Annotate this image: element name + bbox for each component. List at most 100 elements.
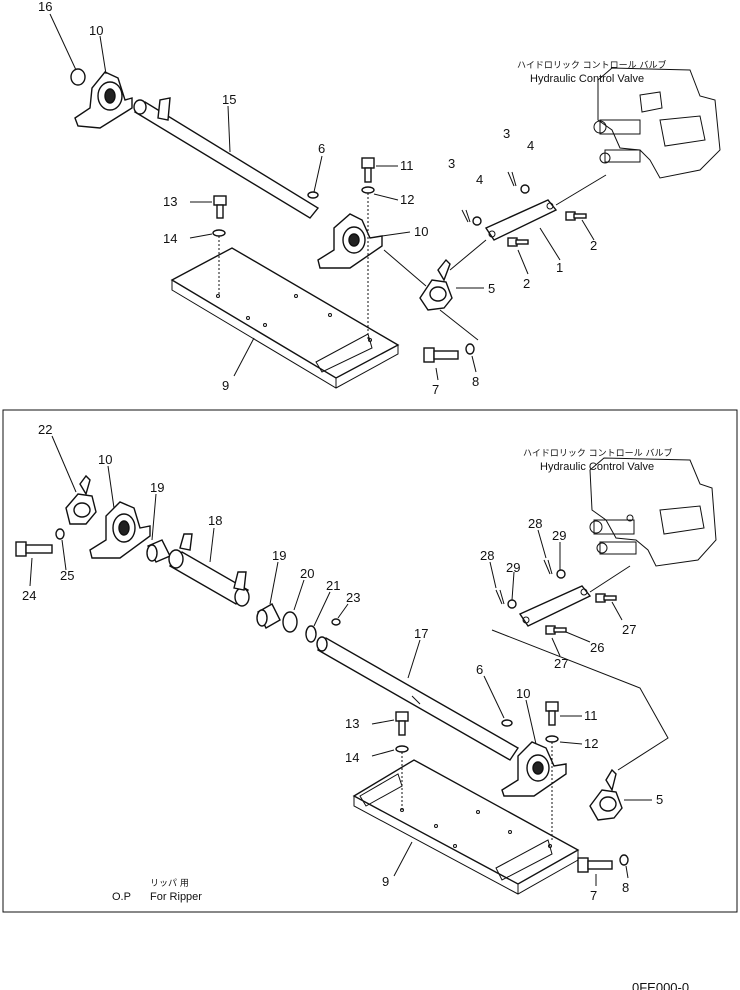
bushing-19-b	[256, 603, 281, 629]
washer-14	[212, 229, 226, 237]
bolt-27-a	[545, 625, 567, 635]
option-label: O.P	[112, 891, 131, 903]
linkage-outline	[491, 629, 669, 771]
ripper-label-jp: リッパ 用	[150, 878, 189, 889]
callout-23: 23	[346, 590, 360, 605]
tube-18	[168, 533, 250, 607]
ripper-label-en: For Ripper	[150, 891, 202, 903]
link-plate-26	[518, 585, 592, 627]
callout-28-b: 28	[480, 548, 494, 563]
link-plate-1	[484, 199, 558, 241]
callout-2-b: 2	[523, 276, 530, 291]
bolt-7	[423, 347, 459, 363]
callout-2-a: 2	[590, 238, 597, 253]
callout-4-a: 4	[476, 172, 483, 187]
pin-23	[331, 618, 341, 626]
callout-11: 11	[400, 158, 414, 173]
callout-3-a: 3	[448, 156, 455, 171]
callout-7: 7	[432, 382, 439, 397]
snap-ring-21	[305, 625, 317, 643]
callout-10-c: 10	[98, 452, 112, 467]
bolt-13	[213, 195, 227, 219]
washer-12	[361, 186, 375, 194]
nut-29-b	[556, 569, 566, 579]
cotter-pin-28-b	[543, 559, 553, 575]
callout-27-b: 27	[554, 656, 568, 671]
leader-lines-top	[49, 13, 595, 381]
callout-7-b: 7	[590, 888, 597, 903]
callout-11-b: 11	[584, 708, 598, 723]
callout-10: 10	[89, 23, 103, 38]
bolt-24	[15, 541, 53, 557]
callout-4-b: 4	[527, 138, 534, 153]
valve-label-en: Hydraulic Control Valve	[530, 73, 644, 85]
bolt-2-b	[565, 211, 587, 221]
nut-29-a	[507, 599, 517, 609]
callout-13: 13	[163, 194, 177, 209]
callout-16: 16	[38, 0, 52, 14]
top-view: ハイドロリック コントロール バルブ Hydraulic Control Val…	[38, 0, 721, 397]
lever-5	[419, 258, 453, 311]
bottom-view: ハイドロリック コントロール バルブ Hydraulic Control Val…	[15, 422, 717, 903]
callout-12-b: 12	[584, 736, 598, 751]
callout-22: 22	[38, 422, 52, 437]
callout-28-a: 28	[528, 516, 542, 531]
callout-10-d: 10	[516, 686, 530, 701]
callout-10-b: 10	[414, 224, 428, 239]
callouts-bottom: 22 10 19 18 24 25 19 20 21 23 17 28 29 2…	[22, 422, 663, 903]
callout-19-b: 19	[272, 548, 286, 563]
bolt-11	[361, 157, 375, 183]
cotter-pin-3-a	[461, 209, 471, 223]
bolt-2-a	[507, 237, 529, 247]
callout-29-b: 29	[506, 560, 520, 575]
callout-29-a: 29	[552, 528, 566, 543]
valve-label-jp-bottom: ハイドロリック コントロール バルブ	[523, 447, 673, 459]
bearing-unit-10-right	[317, 213, 383, 269]
bolt-13-bottom	[395, 711, 409, 736]
callout-9-b: 9	[382, 874, 389, 889]
snap-ring-16	[70, 68, 86, 86]
bolt-11-bottom	[545, 701, 559, 726]
callout-6: 6	[318, 141, 325, 156]
callout-19-a: 19	[150, 480, 164, 495]
shaft-17	[316, 636, 519, 761]
washer-12-bottom	[545, 735, 559, 743]
callouts-top: 16 10 15 6 11 12 13 14 10 3 4 3 4 2 2 1 …	[38, 0, 597, 397]
pin-6-bottom	[501, 719, 513, 727]
callout-6-b: 6	[476, 662, 483, 677]
hydraulic-control-valve-top	[593, 67, 721, 179]
hydraulic-control-valve-bottom	[589, 457, 717, 567]
valve-label-jp: ハイドロリック コントロール バルブ	[517, 59, 667, 71]
cotter-pin-28-a	[495, 589, 505, 605]
base-plate-9	[170, 247, 400, 389]
washer-8	[465, 343, 475, 355]
callout-8: 8	[472, 374, 479, 389]
callout-25: 25	[60, 568, 74, 583]
callout-14-b: 14	[345, 750, 359, 765]
callout-5-b: 5	[656, 792, 663, 807]
callout-26: 26	[590, 640, 604, 655]
callout-17: 17	[414, 626, 428, 641]
callout-9: 9	[222, 378, 229, 393]
lever-22	[65, 474, 97, 525]
bushing-19-a	[146, 539, 171, 563]
callout-1: 1	[556, 260, 563, 275]
callout-3-b: 3	[503, 126, 510, 141]
callout-14: 14	[163, 231, 177, 246]
callout-13-b: 13	[345, 716, 359, 731]
bearing-unit-10-right-bottom	[501, 741, 567, 797]
washer-20	[282, 611, 298, 633]
bolt-7-bottom	[577, 857, 613, 873]
bolt-27-b	[595, 593, 617, 603]
callout-8-b: 8	[622, 880, 629, 895]
washer-8-bottom	[619, 854, 629, 866]
cotter-pin-3-b	[507, 171, 517, 187]
pin-6	[307, 191, 319, 199]
nut-4-a	[472, 216, 482, 226]
callout-12: 12	[400, 192, 414, 207]
bearing-unit-10-left	[74, 71, 133, 129]
washer-25	[55, 528, 65, 540]
bearing-unit-10-left-bottom	[89, 501, 151, 559]
